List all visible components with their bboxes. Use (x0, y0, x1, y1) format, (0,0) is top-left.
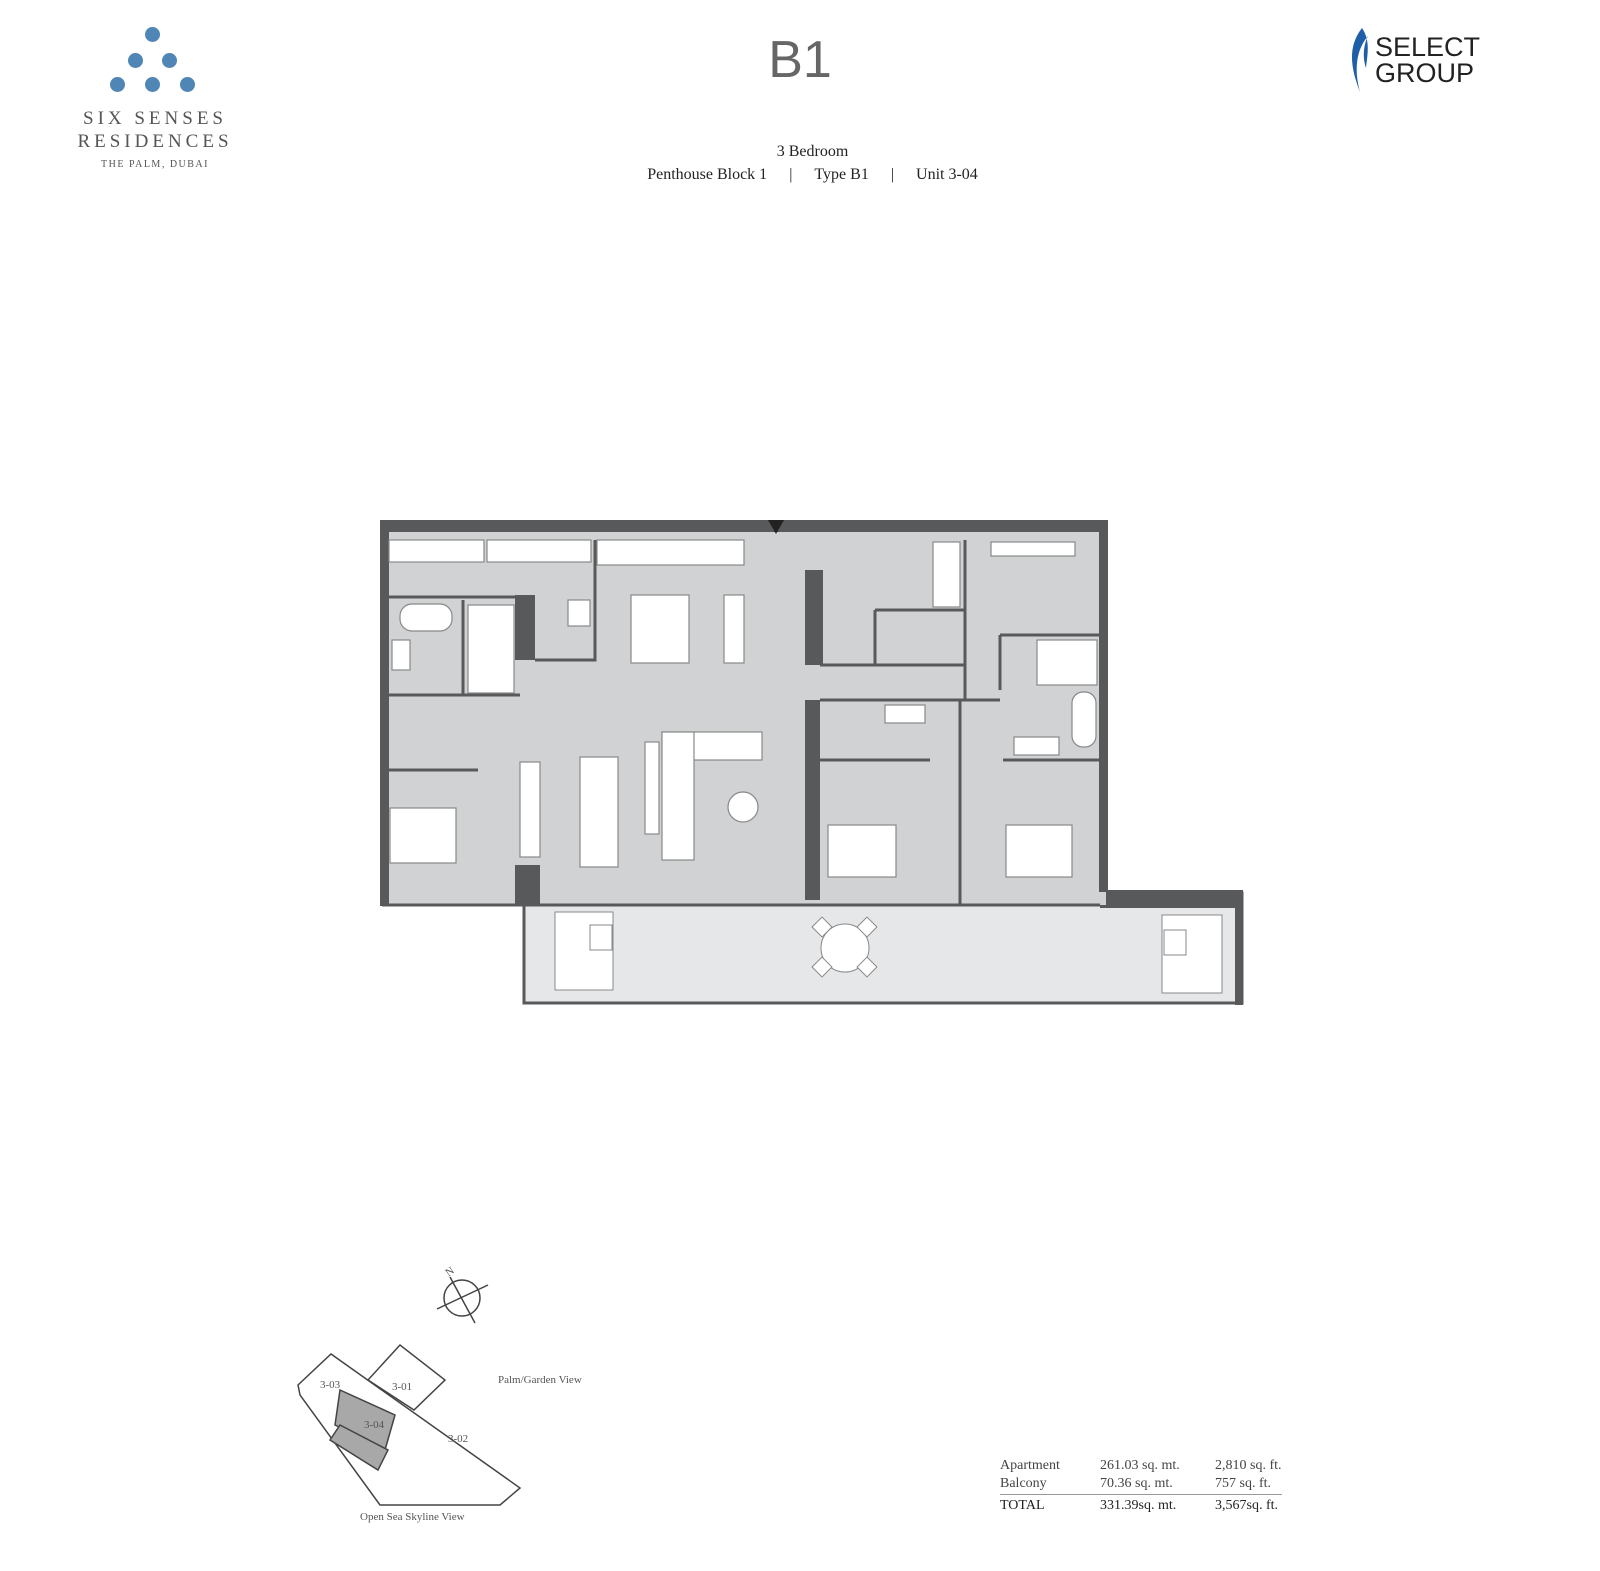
bedroom-count: 3 Bedroom (776, 143, 849, 160)
unit-label-3-03: 3-03 (320, 1379, 341, 1391)
coffee-table (727, 791, 759, 823)
select-group-logo: SELECT GROUP (1352, 28, 1481, 92)
table-row: Balcony 70.36 sq. mt. 757 sq. ft. (1000, 1476, 1282, 1494)
north-label: N (443, 1265, 456, 1279)
bed-2 (827, 824, 897, 878)
kitchen-island (630, 594, 690, 664)
area-label: Apartment (1000, 1458, 1060, 1473)
area-sqm: 261.03 sq. mt. (1100, 1458, 1180, 1473)
bed-3 (1005, 824, 1073, 878)
logo-line-1: SELECT (1375, 32, 1481, 62)
balcony-sofa-left (554, 911, 614, 991)
palm-garden-view-label: Palm/Garden View (498, 1374, 582, 1386)
block-label: Penthouse Block 1 (647, 166, 768, 183)
area-label: Balcony (1000, 1476, 1047, 1491)
separator: | (890, 166, 895, 183)
bathtub-2 (1071, 691, 1097, 748)
apartment (380, 520, 1108, 907)
unit-label-3-01: 3-01 (392, 1381, 412, 1393)
logo-line-1: SIX SENSES (83, 108, 227, 129)
logo-line-2: GROUP (1375, 58, 1475, 88)
flame-icon (1352, 28, 1368, 92)
area-sqft: 2,810 sq. ft. (1215, 1458, 1282, 1473)
separator: | (789, 166, 793, 183)
unit-label: Unit 3-04 (916, 166, 978, 183)
plan-title: B1 (768, 31, 832, 89)
balcony-dining-table (820, 923, 870, 973)
area-sqft: 757 sq. ft. (1215, 1476, 1271, 1491)
key-plan (297, 1276, 522, 1506)
open-sea-view-label: Open Sea Skyline View (360, 1511, 465, 1523)
unit-label-3-02: 3-02 (448, 1433, 468, 1445)
unit-label-3-04: 3-04 (364, 1419, 385, 1431)
bathtub (399, 603, 453, 632)
logo-dots-icon (70, 25, 240, 95)
balcony (522, 890, 1244, 1005)
logo-line-3: THE PALM, DUBAI (101, 159, 209, 170)
area-sqft: 3,567sq. ft. (1215, 1494, 1282, 1516)
sofa (661, 731, 695, 861)
table-row: Apartment 261.03 sq. mt. 2,810 sq. ft. (1000, 1458, 1282, 1476)
logo-line-2: RESIDENCES (77, 131, 233, 152)
area-table: Apartment 261.03 sq. mt. 2,810 sq. ft. Bal… (1000, 1458, 1282, 1516)
plan-subtitle: 3 Bedroom Penthouse Block 1 | Type B1 | Unit… (0, 140, 1600, 186)
type-label: Type B1 (814, 166, 869, 183)
area-sqm: 70.36 sq. mt. (1100, 1476, 1173, 1491)
bed-1 (389, 807, 457, 864)
area-label: TOTAL (1000, 1494, 1100, 1516)
six-senses-logo: SIX SENSES RESIDENCES THE PALM, DUBAI (70, 25, 240, 170)
dining-table (579, 756, 619, 868)
area-sqm: 331.39sq. mt. (1100, 1494, 1215, 1516)
